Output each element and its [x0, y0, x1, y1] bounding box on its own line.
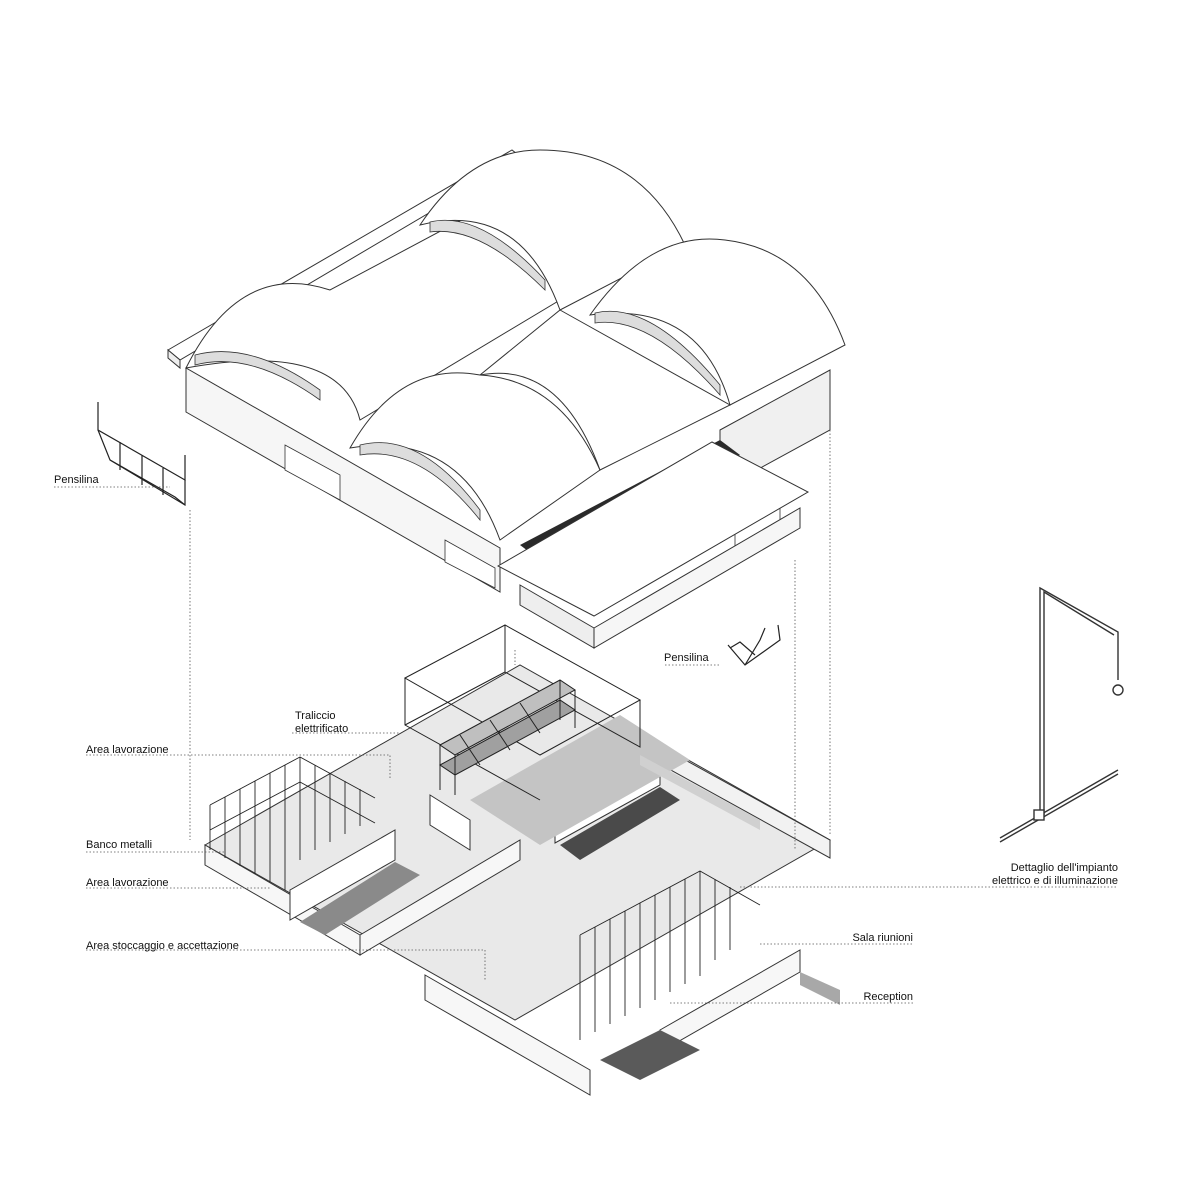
interior-wall	[289, 829, 396, 921]
clerestory-windows	[194, 219, 721, 522]
office-racks-right	[579, 870, 761, 1040]
label-reception: Reception	[863, 991, 913, 1003]
reception-shadow	[600, 1030, 700, 1080]
barrel-vault	[588, 238, 846, 406]
label-area-lavorazione-2: Area lavorazione	[86, 877, 169, 889]
floor-shadow	[560, 787, 680, 860]
electrified-truss	[403, 624, 642, 801]
annex-side-wall	[593, 507, 801, 649]
label-area-stoccaggio: Area stoccaggio e accettazione	[86, 940, 239, 952]
barrel-vault	[479, 309, 732, 471]
label-dettaglio-line1: Dettaglio dell'impianto	[1010, 862, 1118, 874]
label-pensilina-right: Pensilina	[664, 652, 709, 664]
label-area-lavorazione-1: Area lavorazione	[86, 744, 169, 756]
floor-shadow	[300, 862, 420, 935]
reception-wall	[659, 949, 801, 1053]
label-traliccio: Traliccio elettrificato	[295, 710, 348, 736]
label-dettaglio-line2: elettrico e di illuminazione	[992, 875, 1118, 887]
facade-windows	[284, 444, 781, 589]
label-pensilina-left: Pensilina	[54, 474, 99, 486]
floor-shadow	[640, 755, 760, 830]
interior-wall	[429, 794, 471, 851]
canopy-right	[727, 624, 781, 666]
label-traliccio-line2: elettrificato	[295, 723, 349, 735]
label-traliccio-line1: Traliccio	[295, 710, 336, 722]
building-left-wall	[185, 367, 501, 593]
barrel-vault	[349, 372, 601, 541]
floor-shadow	[470, 715, 690, 845]
label-dettaglio-impianto: Dettaglio dell'impianto elettrico e di i…	[992, 862, 1118, 888]
leader-lines	[54, 430, 1118, 1004]
ground-floor	[203, 624, 840, 1096]
workshop-racks-left	[209, 756, 376, 890]
barrel-vault	[418, 149, 686, 311]
roof-parapet-front	[167, 348, 181, 370]
label-banco-metalli: Banco metalli	[86, 839, 153, 851]
reception-shadow	[800, 972, 840, 1005]
reception-wall	[424, 974, 591, 1096]
lighting-detail	[999, 586, 1124, 843]
perimeter-wall	[359, 839, 521, 956]
label-sala-riunioni: Sala riunioni	[852, 932, 913, 944]
upper-building	[167, 149, 846, 649]
canopy-left	[97, 402, 186, 507]
annex-roof	[496, 441, 810, 617]
